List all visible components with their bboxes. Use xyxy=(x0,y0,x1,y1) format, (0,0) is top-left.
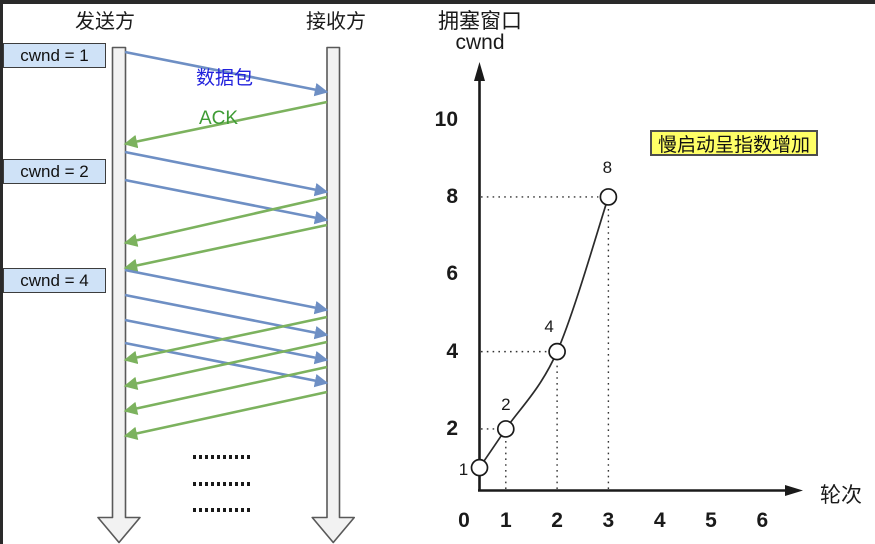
x-tick-label: 2 xyxy=(551,509,563,532)
screenshot-top-edge xyxy=(0,0,875,4)
point-value-label: 4 xyxy=(544,316,554,336)
sender-lifeline xyxy=(97,46,141,544)
chart-title-line1: 拥塞窗口 xyxy=(438,10,522,33)
y-tick-label: 6 xyxy=(446,262,458,286)
data-packet-arrow xyxy=(124,318,329,365)
screenshot-left-edge xyxy=(0,0,3,544)
ack-arrow xyxy=(123,340,328,391)
slow-start-annotation: 慢启动呈指数增加 xyxy=(650,130,819,156)
y-tick-label: 4 xyxy=(446,339,458,363)
data-packet-arrow xyxy=(124,268,329,315)
cwnd-badge: cwnd = 2 xyxy=(3,159,106,184)
cwnd-badge: cwnd = 4 xyxy=(3,268,106,293)
receiver-label: 接收方 xyxy=(306,11,366,33)
y-axis-arrowhead xyxy=(474,62,485,81)
x-tick-label: 4 xyxy=(653,509,666,532)
ellipsis-dots xyxy=(193,455,251,459)
x-axis-arrowhead xyxy=(785,485,803,496)
x-tick-label: 3 xyxy=(602,509,615,532)
sender-label: 发送方 xyxy=(75,11,135,33)
ack-arrow xyxy=(123,223,328,273)
ack-arrow xyxy=(123,195,328,247)
ack-arrow xyxy=(123,100,328,149)
chart-title-line2: cwnd xyxy=(455,31,505,54)
ack-arrow xyxy=(123,390,328,441)
x-tick-label: 0 xyxy=(458,509,470,532)
y-tick-label: 8 xyxy=(446,184,458,208)
cwnd-badge: cwnd = 1 xyxy=(3,43,106,68)
data-packet-arrow xyxy=(124,293,329,340)
ellipsis-dots xyxy=(193,508,251,512)
y-tick-label: 10 xyxy=(434,107,458,131)
point-value-label: 2 xyxy=(501,394,511,414)
data-point xyxy=(496,420,515,438)
data-point xyxy=(599,188,618,206)
data-packet-arrow xyxy=(124,178,329,225)
receiver-lifeline xyxy=(311,46,356,544)
x-tick-label: 5 xyxy=(705,509,717,532)
point-value-label: 1 xyxy=(458,459,469,479)
ack-label: ACK xyxy=(199,108,239,129)
data-packet-label: 数据包 xyxy=(196,68,254,89)
data-point xyxy=(470,458,489,477)
ellipsis-dots xyxy=(193,482,251,486)
x-tick-label: 1 xyxy=(499,509,512,532)
data-packet-arrow xyxy=(124,50,329,97)
growth-curve xyxy=(478,196,610,469)
data-packet-arrow xyxy=(124,150,329,197)
x-axis-label: 轮次 xyxy=(820,484,862,507)
x-tick-label: 6 xyxy=(756,509,769,532)
ack-arrow xyxy=(123,315,328,365)
data-point xyxy=(548,342,566,361)
y-tick-label: 2 xyxy=(446,416,458,440)
point-value-label: 8 xyxy=(602,157,613,177)
ack-arrow xyxy=(123,365,328,416)
